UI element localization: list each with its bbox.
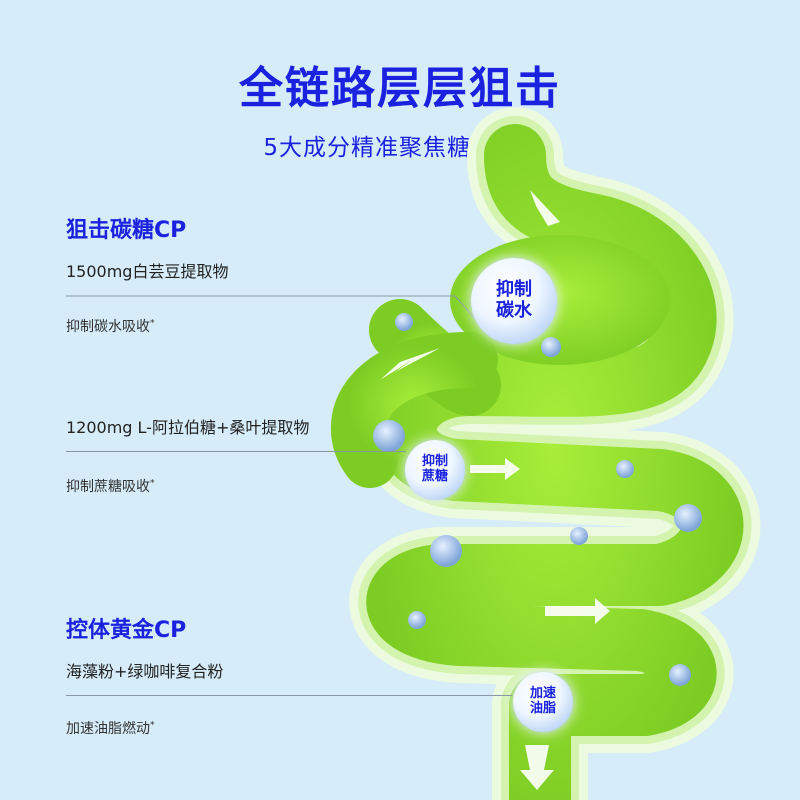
arrow-down-icon [520, 745, 554, 790]
microbe-icon [430, 535, 462, 567]
divider [66, 451, 406, 452]
arrow-right-icon [470, 458, 520, 480]
bubble-inhibit-carbs: 抑制碳水 [471, 258, 557, 344]
footnote-mark: * [150, 720, 155, 731]
microbe-icon [541, 337, 561, 357]
effect-burn-fat: 加速油脂燃动* [66, 718, 155, 738]
gut-left-loop [331, 332, 498, 488]
footnote-mark: * [150, 478, 155, 489]
ingredient-white-kidney-bean: 1500mg白芸豆提取物 [66, 262, 229, 281]
microbe-icon [570, 527, 588, 545]
microbes [373, 313, 702, 686]
flow-arrows [380, 190, 610, 790]
microbe-icon [616, 460, 634, 478]
bubble-line: 碳水 [496, 300, 532, 321]
bubble-inhibit-sucrose: 抑制蔗糖 [405, 440, 465, 500]
arrow-left-icon [380, 348, 440, 380]
effect-text: 抑制碳水吸收 [66, 319, 150, 335]
bubble-line: 抑制 [496, 279, 532, 301]
effect-inhibit-carb: 抑制碳水吸收* [66, 316, 155, 336]
microbe-icon [674, 504, 702, 532]
microbe-icon [669, 664, 691, 686]
bubble-line: 蔗糖 [421, 469, 448, 484]
page-title: 全链路层层狙击 [239, 63, 561, 114]
section-title-carb-sugar: 狙击碳糖CP [66, 218, 187, 243]
microbe-icon [408, 611, 426, 629]
ingredient-seaweed-green-coffee: 海藻粉+绿咖啡复合粉 [66, 662, 224, 681]
divider [66, 695, 512, 696]
bubble-line: 加速 [529, 686, 556, 702]
microbe-icon [373, 420, 405, 452]
bubble-line: 抑制 [421, 454, 448, 470]
ingredient-l-arabinose: 1200mg L-阿拉伯糖+桑叶提取物 [66, 418, 310, 437]
gut-tract [366, 124, 744, 800]
footnote-mark: * [150, 318, 155, 329]
effect-inhibit-sucrose: 抑制蔗糖吸收* [66, 476, 155, 496]
arrow-right-icon [545, 598, 610, 624]
effect-text: 抑制蔗糖吸收 [66, 479, 150, 495]
effect-text: 加速油脂燃动 [66, 721, 150, 737]
microbe-icon [395, 313, 413, 331]
bubble-burn-fat: 加速油脂 [513, 672, 573, 732]
section-title-body-control: 控体黄金CP [66, 618, 187, 643]
arrow-down-icon [530, 190, 560, 226]
leader-line [66, 295, 479, 323]
bubble-line: 油脂 [529, 701, 556, 716]
